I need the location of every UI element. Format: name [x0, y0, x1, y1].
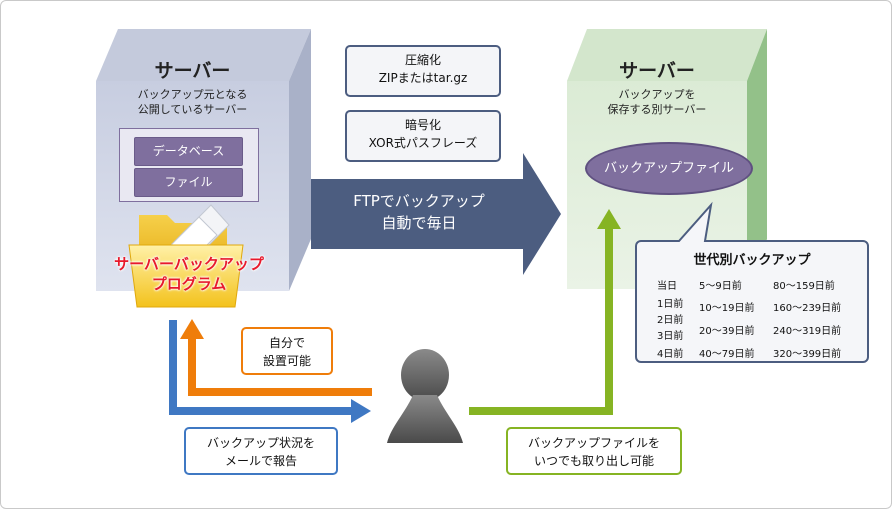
- mail-report-line-2: メールで報告: [224, 454, 297, 468]
- source-server-subtitle-1: バックアップ元となる: [137, 88, 248, 101]
- gen-col3-1: 160～239日前: [773, 303, 842, 314]
- ftp-transfer-arrow: [311, 153, 561, 275]
- gen-col1-2: 2日前: [657, 315, 684, 326]
- gen-col3-2: 240～319日前: [773, 326, 842, 337]
- backup-program-label-1: サーバーバックアップ: [114, 255, 264, 273]
- gen-col1-3: 3日前: [657, 331, 684, 342]
- retrieve-callout: バックアップファイルを いつでも取り出し可能: [506, 427, 682, 475]
- self-install-line-2: 設置可能: [262, 354, 311, 368]
- gen-col2-1: 10～19日前: [699, 303, 755, 314]
- encryption-title: 暗号化: [404, 118, 441, 132]
- dest-server-subtitle-2: 保存する別サーバー: [607, 103, 707, 116]
- encryption-detail: XOR式パスフレーズ: [368, 136, 478, 150]
- generations-title: 世代別バックアップ: [693, 253, 811, 268]
- ftp-transfer-label-1: FTPでバックアップ: [353, 192, 485, 210]
- dest-server-title: サーバー: [619, 60, 695, 82]
- ftp-transfer-label-2: 自動で毎日: [381, 214, 457, 232]
- compression-title: 圧縮化: [404, 53, 441, 67]
- folder-icon: [128, 204, 244, 308]
- gen-col2-3: 40～79日前: [699, 349, 755, 360]
- backup-file-ellipse: バックアップファイル: [585, 142, 753, 195]
- self-install-callout: 自分で 設置可能: [241, 327, 333, 375]
- encryption-box: 暗号化 XOR式パスフレーズ: [345, 110, 501, 162]
- source-server-title: サーバー: [154, 60, 231, 82]
- generations-bubble: [635, 201, 869, 363]
- user-icon: [387, 349, 463, 443]
- retrieve-line-2: いつでも取り出し可能: [533, 454, 654, 468]
- dest-server-subtitle-1: バックアップを: [618, 88, 696, 101]
- gen-col2-2: 20～39日前: [699, 326, 755, 337]
- gen-col2-0: 5～9日前: [699, 281, 742, 292]
- source-server-subtitle-2: 公開しているサーバー: [137, 103, 248, 116]
- self-install-line-1: 自分で: [268, 336, 305, 350]
- mail-report-callout: バックアップ状況を メールで報告: [184, 427, 338, 475]
- compression-detail: ZIPまたはtar.gz: [378, 71, 468, 85]
- backup-program-label-2: プログラム: [151, 275, 227, 293]
- mail-report-line-1: バックアップ状況を: [206, 436, 315, 450]
- gen-col1-1: 1日前: [657, 299, 684, 310]
- gen-col1-4: 4日前: [657, 349, 684, 360]
- gen-col1-0: 当日: [657, 281, 677, 292]
- compression-box: 圧縮化 ZIPまたはtar.gz: [345, 45, 501, 97]
- gen-col3-3: 320～399日前: [773, 349, 842, 360]
- gen-col3-0: 80～159日前: [773, 281, 835, 292]
- database-item: データベース: [134, 137, 243, 166]
- file-item: ファイル: [134, 168, 243, 197]
- retrieve-line-1: バックアップファイルを: [527, 436, 660, 450]
